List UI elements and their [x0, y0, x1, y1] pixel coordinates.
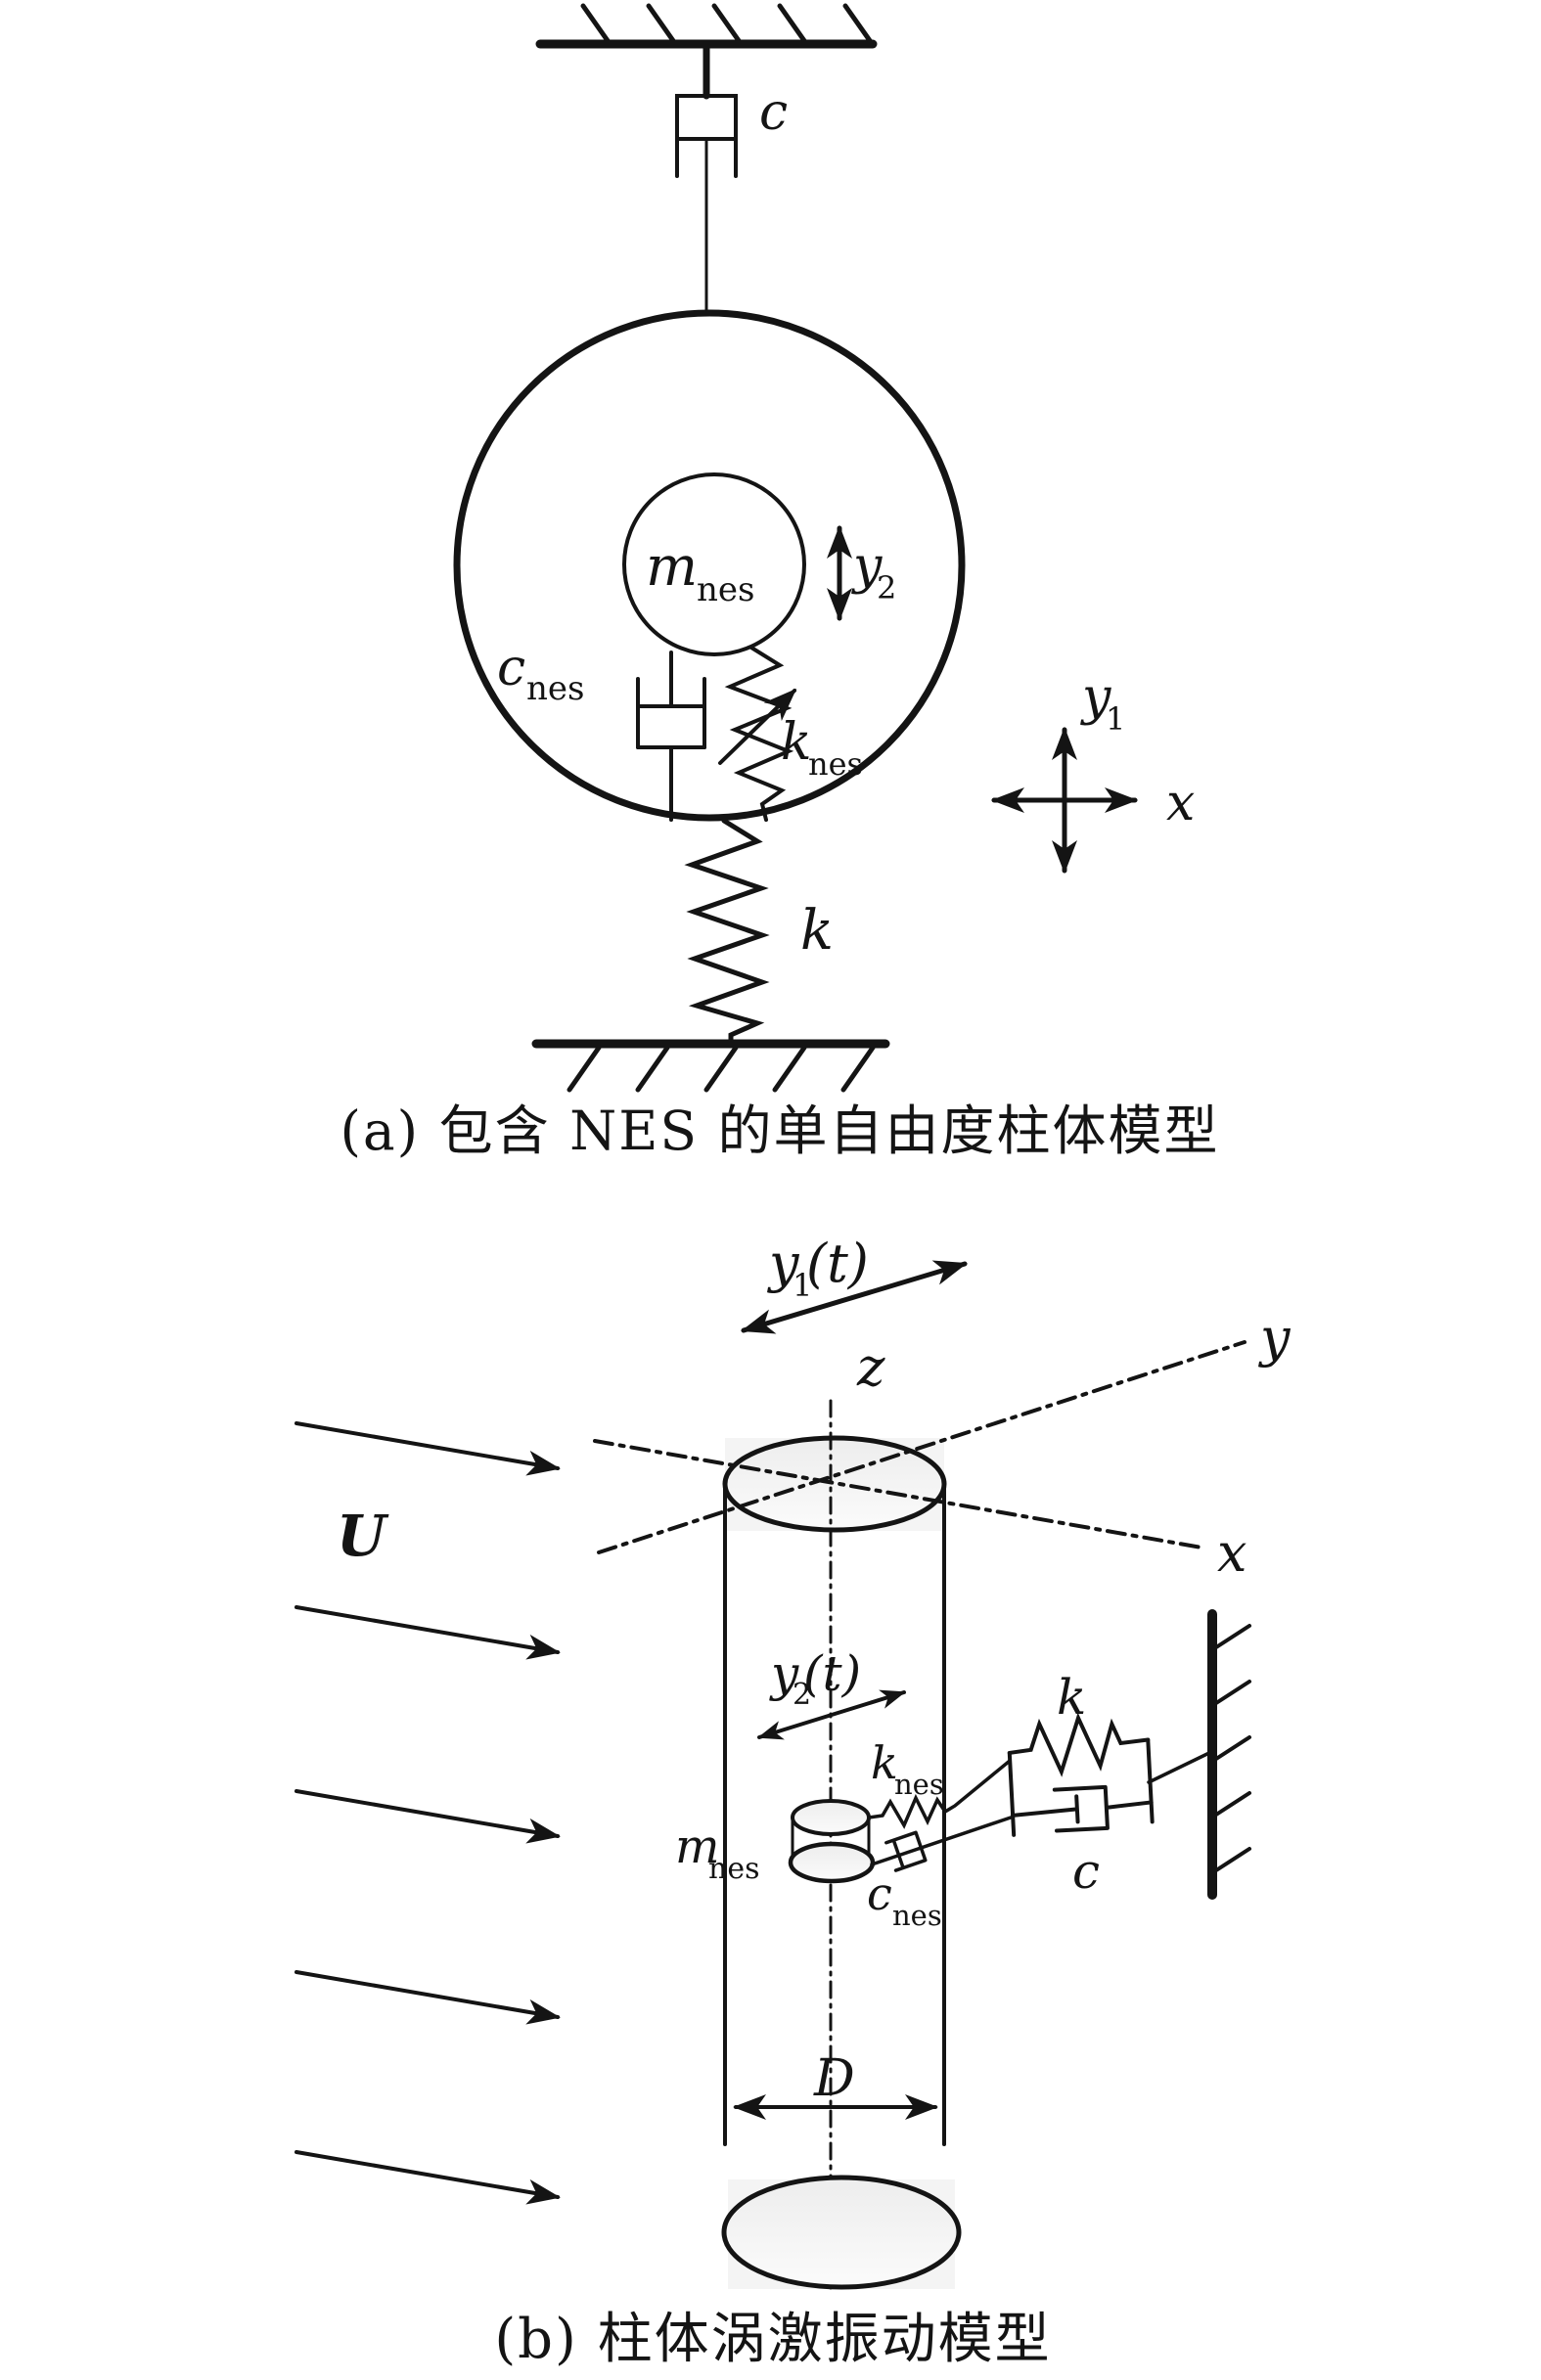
nes-mass-subscript: nes	[697, 570, 754, 609]
x-axis-line	[593, 1439, 1203, 1549]
y2-label-sub: 2	[877, 569, 896, 606]
cylinder-circle	[453, 309, 966, 822]
nes-damper-subscript: nes	[526, 669, 584, 708]
flow-arrow	[295, 1421, 561, 1476]
y1t-arg: (t)	[806, 1233, 869, 1294]
coordinate-cross-icon	[991, 727, 1138, 874]
nes-mass-label-b: m	[675, 1819, 720, 1874]
support-spring-damper-icon	[1007, 1712, 1155, 1837]
nes-spring-icon	[724, 646, 794, 822]
x-axis-label-b: x	[1217, 1522, 1246, 1584]
main-spring-icon	[684, 818, 770, 1046]
flow-arrow	[295, 2150, 561, 2205]
y2-label: y	[851, 537, 883, 596]
main-damper-icon	[675, 94, 738, 317]
nes-damper-icon-b	[884, 1830, 928, 1872]
nes-mass-circle	[622, 472, 806, 656]
y-axis-label-b: y	[1258, 1307, 1292, 1369]
y1t-motion-arrow	[741, 1260, 968, 1334]
y1-axis-sub: 1	[1106, 700, 1125, 738]
nes-damper-line-b	[870, 1816, 1013, 1866]
flow-arrow	[295, 1789, 561, 1844]
support-damper-label: c	[1072, 1843, 1100, 1900]
z-axis-label: z	[856, 1336, 885, 1398]
nes-mass-discs	[788, 1799, 876, 1884]
y-axis-line	[597, 1340, 1246, 1554]
support-to-wall-line	[1147, 1749, 1215, 1784]
nes-damper-sub-b: nes	[892, 1899, 942, 1932]
nes-damper-label: c	[497, 639, 525, 697]
ceiling-hatch-icon	[580, 3, 874, 45]
main-damper-label: c	[759, 83, 788, 142]
flow-arrow	[295, 1970, 561, 2025]
nes-spring-sub-b: nes	[894, 1768, 944, 1801]
ground-hatch-icon	[567, 1045, 876, 1093]
figure-b-viv-model: y 1 (t) U z y x y 2 (t)	[295, 1233, 1292, 2371]
nonlinearity-arrow-icon	[718, 688, 797, 765]
y2t-motion-arrow	[757, 1689, 906, 1740]
side-wall-hatch-icon	[1214, 1624, 1251, 1872]
nes-disc-lower	[788, 1841, 876, 1884]
y2t-arg: (t)	[803, 1645, 861, 1702]
cylinder-bottom-ellipse	[721, 2175, 962, 2290]
support-damper-shape	[1011, 1784, 1154, 1833]
flow-arrows	[295, 1421, 561, 2205]
flow-velocity-label: U	[337, 1503, 389, 1569]
nes-disc-upper	[791, 1799, 871, 1836]
x-axis-label-a: x	[1166, 774, 1195, 832]
nes-spring-icon-b	[867, 1759, 1012, 1829]
main-spring-label: k	[800, 899, 834, 963]
nes-mass-sub-b: nes	[708, 1852, 759, 1886]
caption-a: (a) 包含 NES 的单自由度柱体模型	[340, 1100, 1219, 1162]
y1-axis-label: y	[1080, 668, 1111, 727]
nes-spring-subscript: nes	[808, 745, 863, 783]
flow-arrow	[295, 1605, 561, 1660]
nes-spring-label: k	[781, 713, 812, 772]
nes-spring-label-b: k	[871, 1736, 898, 1789]
figure-a-sdof-model: c m nes y 2 c nes k nes k	[340, 3, 1219, 1162]
support-spring-label: k	[1057, 1669, 1086, 1726]
caption-b: (b) 柱体涡激振动模型	[494, 2308, 1051, 2371]
nes-damper-icon	[636, 651, 706, 822]
nes-mass-label: m	[646, 535, 698, 599]
nes-damper-label-b: c	[867, 1867, 892, 1920]
diameter-label: D	[813, 2049, 855, 2108]
support-spring-zigzag	[1007, 1712, 1151, 1777]
